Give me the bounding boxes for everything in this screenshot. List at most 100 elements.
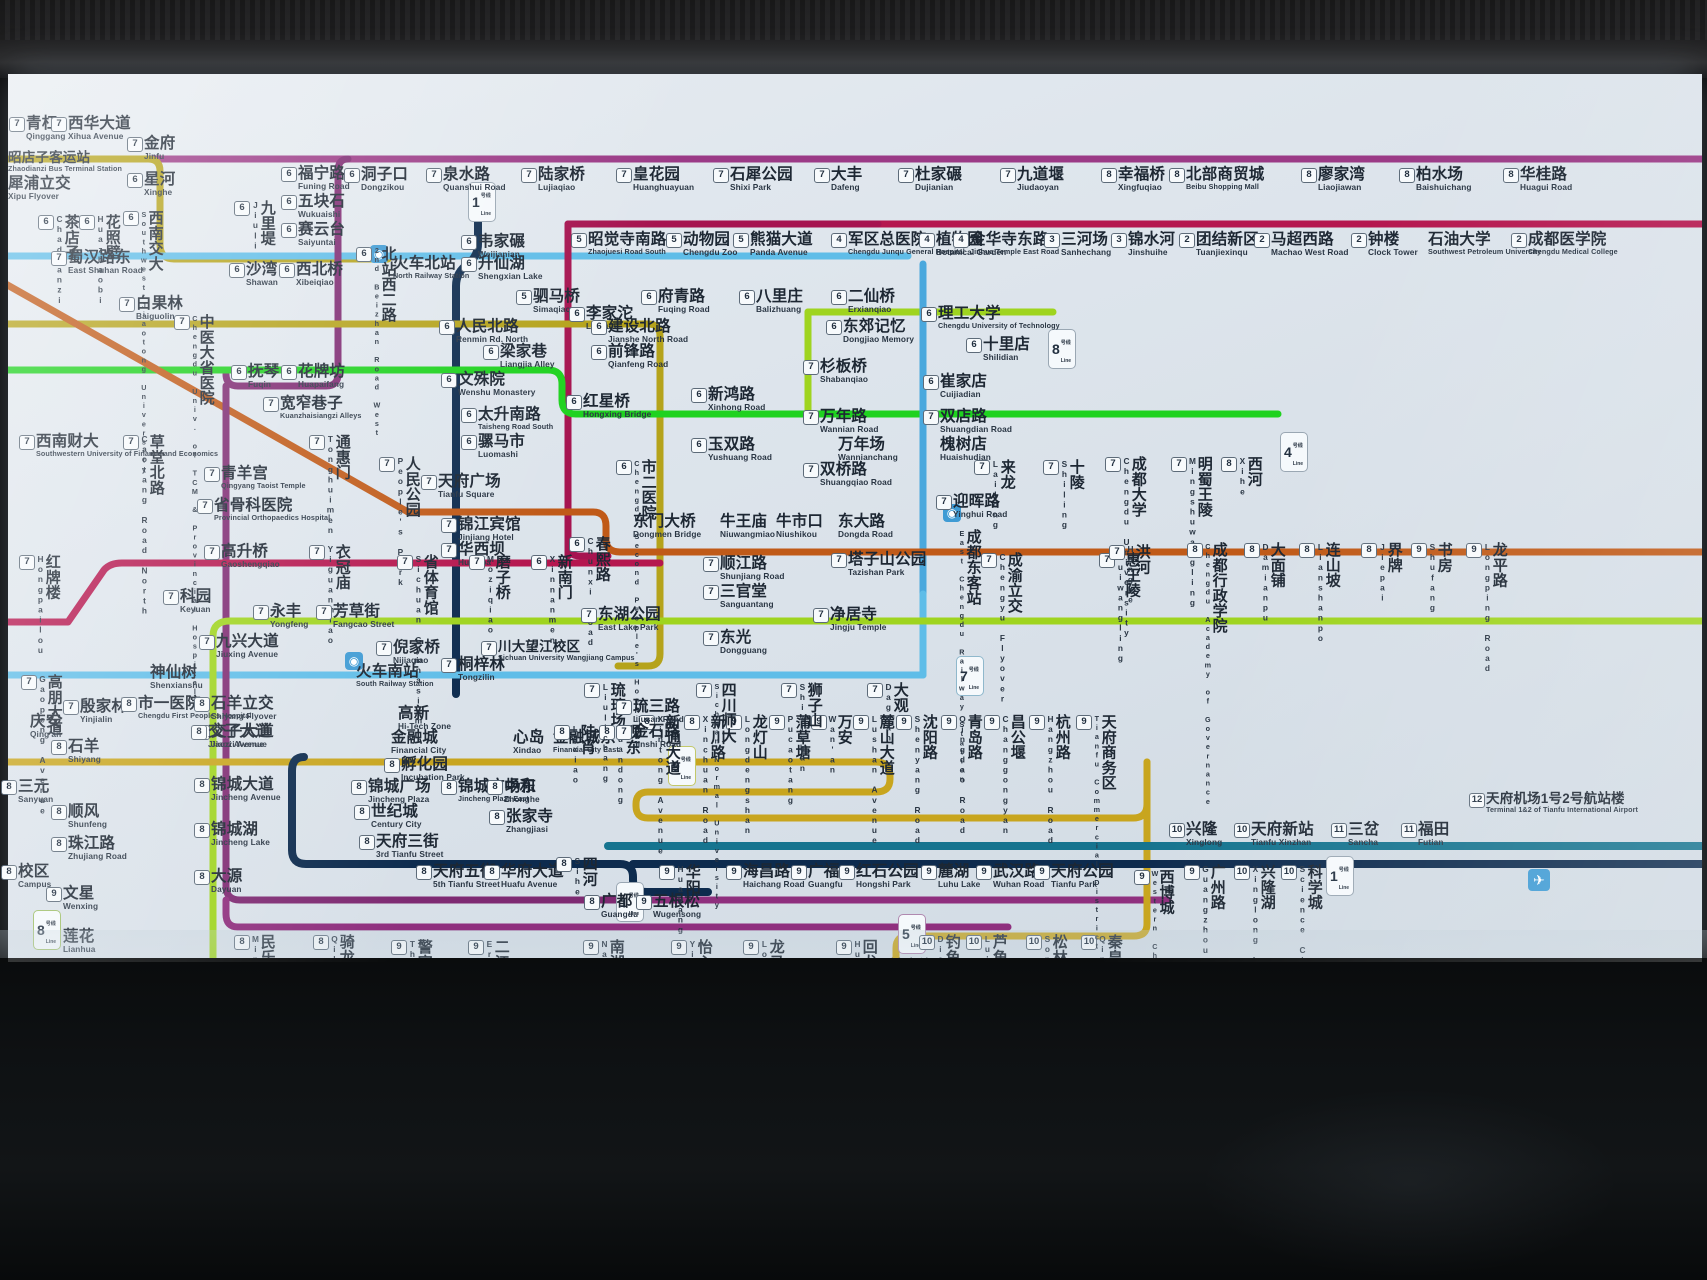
terminus-badge-line1-north[interactable]: 1 号线Line: [468, 182, 497, 222]
station-label[interactable]: 倪家桥Nijiaqiao: [393, 640, 440, 665]
station-label[interactable]: 天府机场1号2号航站楼Terminal 1&2 of Tianfu Intern…: [1486, 792, 1638, 813]
station-label[interactable]: 福宁路Funing Road: [298, 166, 350, 191]
station-label[interactable]: 东大路Dongda Road: [838, 514, 893, 539]
station-label[interactable]: 石羊Shiyang: [68, 739, 101, 764]
station-label[interactable]: 骡马市Luomashi: [478, 434, 525, 459]
station-label[interactable]: 柏水场Baishuichang: [1416, 167, 1472, 192]
station-label[interactable]: 理工大学Chengdu University of Technology: [938, 306, 1060, 329]
station-label[interactable]: 市一医院Chengdu First People's Hospital: [138, 696, 251, 719]
station-label[interactable]: 天府广场Tianfu Square: [438, 474, 501, 499]
station-label[interactable]: 西南交大Southwest Jiaotong University: [139, 210, 163, 474]
station-label[interactable]: 兴隆Xinglong: [1186, 822, 1222, 847]
station-label[interactable]: 孵化园Incubation Park: [401, 757, 465, 782]
station-label[interactable]: 武汉路Wuhan Road: [993, 864, 1045, 889]
station-label[interactable]: 广都Guangdu: [601, 894, 638, 919]
station-label[interactable]: 杜家碾Dujianian: [915, 167, 962, 192]
station-label[interactable]: 红星桥Hongxing Bridge: [583, 394, 651, 419]
station-label[interactable]: 成都东客站East Chengdu Railway Station: [957, 529, 981, 784]
station-label[interactable]: 八里庄Balizhuang: [756, 289, 803, 314]
station-label[interactable]: 锦水河Jinshuihe: [1128, 232, 1175, 257]
station-label[interactable]: 西北桥Xibeiqiao: [296, 262, 343, 287]
station-label[interactable]: 华府大道Huafu Avenue: [501, 864, 564, 889]
station-label[interactable]: 东湖公园East Lake Park: [598, 607, 661, 632]
station-label[interactable]: 马超西路Machao West Road: [1271, 232, 1349, 257]
station-label[interactable]: 北站西二路2nd Beizhan Road West: [372, 246, 396, 437]
station-label[interactable]: 锦城湖Jincheng Lake: [211, 822, 270, 847]
station-label[interactable]: 新鸿路Xinhong Road: [708, 387, 765, 412]
station-label[interactable]: 新南门Xinnanmen: [547, 554, 572, 645]
station-label[interactable]: 金府Jinfu: [144, 136, 175, 161]
station-label[interactable]: 前锋路Qianfeng Road: [608, 344, 668, 369]
terminus-badge-line1-right[interactable]: 1 号线Line: [1326, 856, 1355, 896]
station-label[interactable]: 锦江宾馆Jinjiang Hotel: [458, 517, 521, 542]
station-label[interactable]: 大面铺Damianpu: [1260, 542, 1285, 623]
station-label[interactable]: 中和Zhonghe: [504, 779, 540, 804]
station-label[interactable]: 昭觉寺南路Zhaojuesi Road South: [588, 232, 667, 255]
station-label[interactable]: 明蜀王陵Mingshuwangling: [1187, 456, 1212, 608]
station-label[interactable]: 高朋大道Gaopeng Avenue: [37, 674, 62, 815]
station-label[interactable]: 华桂路Huagui Road: [1520, 167, 1572, 192]
station-label[interactable]: 塔子山公园Tazishan Park: [848, 552, 927, 577]
station-label[interactable]: 成都医学院Chengdu Medical College: [1528, 232, 1618, 255]
station-label[interactable]: 广福Guangfu: [808, 864, 843, 889]
station-label[interactable]: 太升南路Taisheng Road South: [478, 407, 553, 430]
station-label[interactable]: 双桥路Shuangqiao Road: [820, 462, 892, 487]
station-label[interactable]: 万安Wan'an: [827, 714, 852, 775]
station-label[interactable]: 石犀公园Shixi Park: [730, 167, 793, 192]
station-label[interactable]: 新通大道Xintong Avenue: [655, 714, 680, 855]
station-label[interactable]: 东门大桥Dongmen Bridge: [633, 514, 701, 539]
station-label[interactable]: 天府公园Tianfu Park: [1051, 864, 1114, 889]
terminus-badge-line8-southwest[interactable]: 8 号线Line: [33, 910, 62, 950]
station-label[interactable]: 昭店子客运站Zhaodianzi Bus Terminal Station: [8, 151, 122, 172]
station-label[interactable]: 九道堰Jiudaoyan: [1017, 167, 1064, 192]
station-label[interactable]: 琉三路Liusan Road: [633, 699, 684, 724]
station-label[interactable]: 天府三街3rd Tianfu Street: [376, 834, 443, 859]
station-label[interactable]: 廖家湾Liaojiawan: [1318, 167, 1365, 192]
station-label[interactable]: 熊猫大道Panda Avenue: [750, 232, 813, 257]
station-label[interactable]: 莲花Lianhua: [63, 929, 96, 954]
station-label[interactable]: 十里店Shilidian: [983, 337, 1030, 362]
station-label[interactable]: 省体育馆Sichuan Gymnasium: [413, 554, 438, 726]
station-label[interactable]: 书房Shufang: [1427, 542, 1452, 613]
station-label[interactable]: 桐梓林Tongzilin: [458, 657, 505, 682]
station-label[interactable]: 华阳Huayang: [675, 864, 700, 935]
station-label[interactable]: 五块石Wukuaishi: [298, 194, 345, 219]
station-label[interactable]: 玉双路Yushuang Road: [708, 437, 772, 462]
station-label[interactable]: 赛云台Saiyuntai: [298, 222, 345, 247]
station-label[interactable]: 幸福桥Xingfuqiao: [1118, 167, 1165, 192]
station-label[interactable]: 青岛路Qingdao Road: [957, 714, 982, 835]
station-label[interactable]: 狮子山Shizishan: [797, 682, 822, 773]
station-label[interactable]: 军区总医院Chengdu Junqu General Hospital: [848, 232, 965, 255]
station-label[interactable]: 犀浦立交Xipu Flyover: [8, 176, 71, 201]
station-label[interactable]: 锦城大道Jincheng Avenue: [211, 777, 281, 802]
station-label[interactable]: 北部商贸城Beibu Shopping Mall: [1186, 167, 1265, 190]
station-label[interactable]: 净居寺Jingju Temple: [830, 607, 886, 632]
station-label[interactable]: 韦家碾Weijianian: [478, 234, 525, 259]
station-label[interactable]: 星河Xinghe: [144, 172, 175, 197]
station-label[interactable]: 建设北路Jianshe North Road: [608, 319, 688, 344]
station-label[interactable]: 青杠Qinggang: [26, 116, 66, 141]
station-label[interactable]: 梁家巷Liangjia Alley: [500, 344, 555, 369]
station-label[interactable]: 火车北站North Railway Station: [393, 256, 469, 279]
station-label[interactable]: 金华寺东路Jinhua Temple East Road: [970, 232, 1059, 255]
station-label[interactable]: 牛市口Niushikou: [776, 514, 823, 539]
station-label[interactable]: 广州路Guangzhou Road: [1200, 864, 1225, 1005]
station-label[interactable]: 顺风Shunfeng: [68, 804, 107, 829]
station-label[interactable]: 西河Xihe: [1237, 456, 1262, 496]
station-label[interactable]: 宽窄巷子Kuanzhaisiangzi Alleys: [280, 396, 361, 419]
station-label[interactable]: 四川师大Sichuan Normal University: [712, 682, 736, 910]
station-label[interactable]: 锦城广场Jincheng Plaza: [368, 779, 431, 804]
station-label[interactable]: 四河Sihe: [572, 856, 597, 896]
station-label[interactable]: 昌公堰Changgongyan: [1000, 714, 1025, 835]
station-label[interactable]: 泉水路Quanshui Road: [443, 167, 506, 192]
station-label[interactable]: 殷家林Yinjialin: [80, 699, 127, 724]
station-label[interactable]: 天府五街5th Tianfu Street: [433, 864, 500, 889]
station-label[interactable]: 人民公园People's Park: [395, 456, 420, 587]
station-label[interactable]: 惠王陵Huiwangling: [1115, 552, 1140, 663]
station-label[interactable]: 庆安Qing'an: [30, 714, 61, 739]
station-label[interactable]: 金石路Jinshi Road: [633, 724, 681, 749]
station-label[interactable]: 驷马桥Simaqiao: [533, 289, 580, 314]
station-label[interactable]: 川大望江校区Sichuan University Wangjiang Campu…: [498, 640, 635, 661]
station-label[interactable]: 新川路Xinchuan Road: [700, 714, 725, 845]
station-label[interactable]: 海昌路Haichang Road: [743, 864, 805, 889]
